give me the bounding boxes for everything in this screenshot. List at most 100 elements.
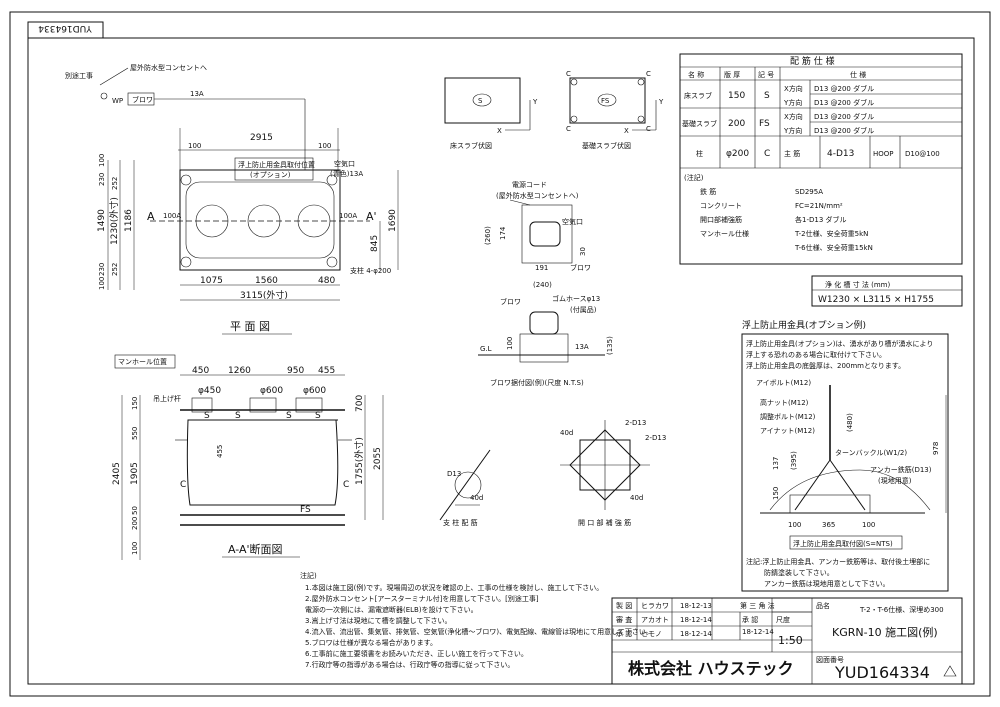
svg-text:5.ブロワは仕様が異なる場合があります。: 5.ブロワは仕様が異なる場合があります。: [305, 638, 437, 647]
separate-work-label: 別途工事: [65, 71, 93, 80]
svg-text:4.流入管、流出管、集気管、排気管、空気管(浄化槽～ブロワ): 4.流入管、流出管、集気管、排気管、空気管(浄化槽～ブロワ)、電気配線、電線管は…: [305, 627, 653, 636]
svg-text:T-2仕様、安全荷重5kN: T-2仕様、安全荷重5kN: [794, 229, 868, 238]
svg-text:FS: FS: [300, 505, 311, 515]
tank-size-box: 浄 化 槽 寸 法 (mm) W1230 × L3115 × H1755: [811, 275, 963, 307]
general-notes: 注記) 1.本図は施工図(例)です。現場周辺の状況を確認の上、工事の仕様を検討し…: [300, 571, 653, 669]
plan-title: 平 面 図: [230, 320, 270, 333]
svg-text:T-2・T-6仕様、深埋め300: T-2・T-6仕様、深埋め300: [859, 605, 944, 614]
svg-text:名 称: 名 称: [688, 70, 704, 79]
svg-text:3.嵩上げ寸法は現地にて槽を調整して下さい。: 3.嵩上げ寸法は現地にて槽を調整して下さい。: [305, 616, 451, 625]
svg-text:ヒモノ: ヒモノ: [641, 630, 662, 638]
svg-text:承 認: 承 認: [742, 615, 758, 624]
svg-text:C: C: [566, 70, 571, 78]
svg-text:700: 700: [355, 395, 365, 412]
svg-text:D13 @200 ダブル: D13 @200 ダブル: [814, 112, 874, 121]
wp-label: WP: [112, 97, 123, 105]
inner-frame: [27, 37, 975, 685]
svg-text:FC=21N/mm²: FC=21N/mm²: [795, 202, 843, 210]
tank-outline-plan: [179, 169, 341, 271]
svg-text:浮上防止用金具取付位置: 浮上防止用金具取付位置: [238, 160, 315, 169]
svg-text:FS: FS: [601, 97, 610, 105]
svg-text:製 図: 製 図: [616, 601, 632, 610]
section-title: A-A'断面図: [228, 542, 283, 556]
svg-text:100: 100: [188, 142, 201, 150]
svg-text:C: C: [566, 125, 571, 133]
svg-text:A': A': [366, 210, 377, 223]
svg-text:1690: 1690: [388, 209, 398, 232]
svg-text:(屋外防水型コンセントへ): (屋外防水型コンセントへ): [496, 191, 579, 200]
svg-text:コンクリート: コンクリート: [700, 202, 742, 210]
svg-text:C: C: [646, 125, 651, 133]
svg-text:1.本図は施工図(例)です。現場周辺の状況を確認の上、工事の: 1.本図は施工図(例)です。現場周辺の状況を確認の上、工事の仕様を検討し、施工し…: [305, 583, 603, 592]
svg-text:W1230 × L3115 × H1755: W1230 × L3115 × H1755: [818, 295, 934, 305]
outlet-label: 屋外防水型コンセントへ: [130, 63, 207, 72]
outer-frame: [9, 11, 991, 697]
svg-text:2.屋外防水コンセント[アースターミナル付]を用意して下さい: 2.屋外防水コンセント[アースターミナル付]を用意して下さい。[別途工事]: [305, 594, 539, 603]
svg-text:978: 978: [932, 442, 940, 455]
svg-text:S: S: [315, 411, 321, 421]
svg-text:空気口: 空気口: [562, 217, 583, 226]
svg-text:(付属品): (付属品): [570, 305, 597, 314]
svg-text:仕 様: 仕 様: [850, 70, 866, 79]
svg-text:アカオト: アカオト: [641, 616, 669, 624]
svg-text:吊上げ杆: 吊上げ杆: [153, 394, 181, 403]
svg-text:床スラブ伏図: 床スラブ伏図: [450, 141, 492, 150]
svg-text:G.L: G.L: [480, 345, 492, 353]
svg-text:図面番号: 図面番号: [816, 656, 844, 664]
title-block: 製 図 ヒラカワ 18-12-13 審 査 アカオト 18-12-14 承 認 …: [611, 597, 963, 685]
svg-text:第 三 角 法: 第 三 角 法: [740, 601, 775, 610]
svg-text:A: A: [147, 210, 155, 223]
svg-text:174: 174: [499, 226, 507, 240]
svg-text:D13 @200 ダブル: D13 @200 ダブル: [814, 98, 874, 107]
svg-text:φ600: φ600: [260, 386, 283, 396]
svg-text:浄 化 槽 寸 法 (mm): 浄 化 槽 寸 法 (mm): [825, 280, 890, 289]
plan-view: 別途工事 屋外防水型コンセントへ WP ブロワ 13A 100 2915 100…: [65, 63, 399, 335]
svg-text:455: 455: [216, 445, 224, 458]
svg-text:版 厚: 版 厚: [724, 70, 740, 79]
svg-text:記 号: 記 号: [758, 70, 774, 79]
svg-text:S: S: [286, 411, 292, 421]
svg-text:(395): (395): [790, 451, 798, 470]
svg-text:S: S: [764, 91, 770, 101]
svg-text:床スラブ: 床スラブ: [684, 91, 712, 100]
svg-text:配 筋 仕 様: 配 筋 仕 様: [790, 55, 835, 67]
svg-text:100: 100: [318, 142, 331, 150]
svg-text:基礎スラブ: 基礎スラブ: [682, 119, 717, 128]
svg-text:注記:浮上防止用金具、アンカー鉄筋等は、取付後土埋部に: 注記:浮上防止用金具、アンカー鉄筋等は、取付後土埋部に: [746, 557, 930, 566]
svg-text:YUD164334: YUD164334: [834, 663, 930, 682]
svg-text:電源コード: 電源コード: [512, 180, 547, 189]
spec-table: 配 筋 仕 様 名 称 版 厚 記 号 仕 様 床スラブ 150 S X方向 D…: [679, 53, 963, 265]
svg-text:アイボルト(M12): アイボルト(M12): [756, 379, 811, 387]
svg-text:基礎スラブ伏図: 基礎スラブ伏図: [582, 141, 631, 150]
revision-triangle-icon: [943, 665, 957, 677]
float-label-box: [234, 157, 314, 181]
svg-text:18-12-14: 18-12-14: [680, 616, 712, 624]
svg-text:1230(外寸): 1230(外寸): [108, 197, 120, 245]
svg-text:1:50: 1:50: [778, 634, 803, 647]
svg-text:防錆塗装して下さい。: 防錆塗装して下さい。: [764, 568, 834, 577]
svg-text:注記): 注記): [300, 571, 317, 580]
svg-text:18-12-13: 18-12-13: [680, 602, 712, 610]
anchor-detail: 浮上防止用金具(オプション例) 浮上防止用金具(オプション)は、湧水があり槽が湧…: [741, 319, 949, 592]
svg-text:C: C: [180, 480, 186, 490]
svg-text:浮上防止用金具取付図(S=NTS): 浮上防止用金具取付図(S=NTS): [793, 539, 893, 548]
svg-text:2-D13: 2-D13: [625, 419, 646, 427]
svg-text:40d: 40d: [630, 494, 643, 502]
svg-text:高ナット(M12): 高ナット(M12): [760, 398, 809, 407]
svg-text:D13 @200 ダブル: D13 @200 ダブル: [814, 126, 874, 135]
svg-text:40d: 40d: [560, 429, 573, 437]
blower-label: ブロワ: [132, 95, 153, 104]
wp-icon: [100, 92, 108, 100]
svg-text:7.行政庁等の指導がある場合は、行政庁等の指導に従って下さい: 7.行政庁等の指導がある場合は、行政庁等の指導に従って下さい。: [305, 660, 514, 669]
svg-text:開 口 部 補 強 筋: 開 口 部 補 強 筋: [578, 518, 631, 527]
svg-text:(260): (260): [484, 226, 492, 245]
svg-text:S: S: [204, 411, 210, 421]
svg-text:X方向: X方向: [784, 84, 803, 93]
svg-text:2-D13: 2-D13: [645, 434, 666, 442]
svg-text:2055: 2055: [373, 447, 383, 470]
svg-text:HOOP: HOOP: [873, 150, 894, 158]
svg-text:100: 100: [131, 542, 139, 555]
svg-text:鉄 筋: 鉄 筋: [700, 187, 716, 196]
svg-text:1490: 1490: [97, 209, 107, 232]
svg-text:1260: 1260: [228, 366, 251, 376]
